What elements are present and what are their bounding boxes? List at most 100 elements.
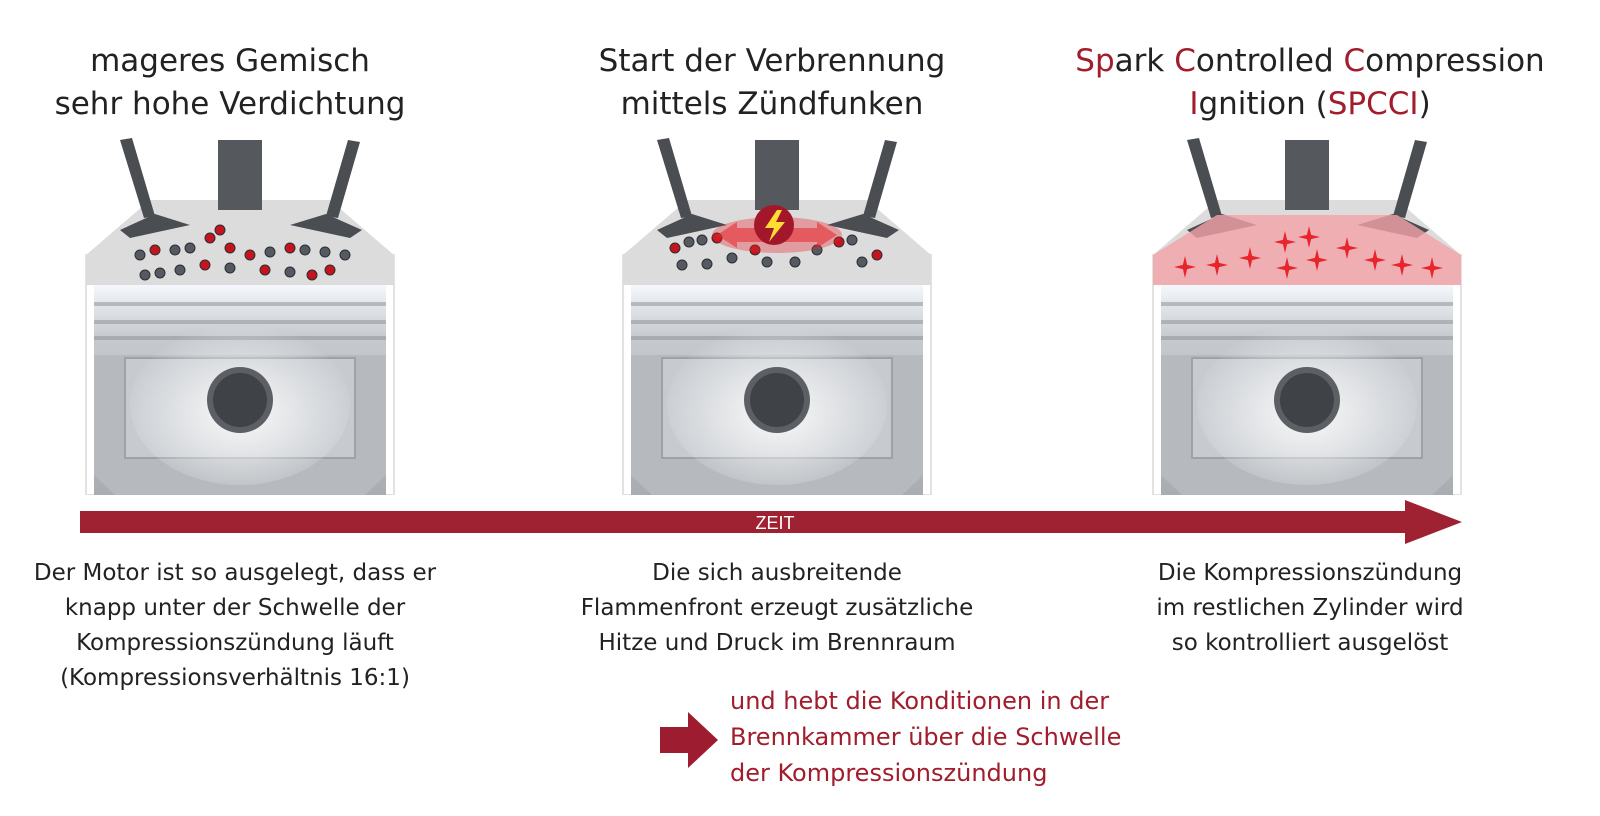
cylinder-head [86,200,394,285]
fuel-particle [833,236,845,248]
result-note: und hebt die Konditionen in der Brennkam… [730,683,1121,791]
fuel-particle [184,242,196,254]
piston-ring [1161,320,1453,324]
flame-star-icon [1274,231,1296,253]
intake-valve-head [120,214,190,238]
piston-ring [94,302,386,306]
fuel-particle [259,264,271,276]
engine-body [1152,138,1462,495]
stage3-title-part: C [1174,43,1196,79]
stage2-caption-line: Die sich ausbreitende [652,560,902,586]
exhaust-valve [1393,140,1427,218]
timeline-arrow: ZEIT [80,500,1462,544]
stage2-caption-line: Flammenfront erzeugt zusätzliche [580,595,974,621]
piston-ring [631,320,923,324]
piston-ring [631,302,923,306]
stage3-title-line1: Spark Controlled Compression [1060,40,1560,83]
spark-plug [1285,140,1329,210]
fuel-particle [199,259,211,271]
stage2-title: Start der Verbrennung mittels Zündfunken [522,40,1022,126]
fuel-particle [174,264,186,276]
stage3-title-part: ark [1114,43,1175,79]
stage3-title-line2: Ignition (SPCCI) [1060,83,1560,126]
stage2-caption: Die sich ausbreitende Flammenfront erzeu… [537,556,1017,661]
stage1-caption-line: Kompressionszündung läuft [76,630,394,656]
fuel-particle [284,266,296,278]
stage1-caption-line: Der Motor ist so ausgelegt, dass er [33,560,437,586]
stage3-title-part: ) [1418,86,1431,122]
flame-star-icon [1174,256,1196,278]
stage3-title-part: gnition ( [1198,86,1328,122]
fuel-particle [214,224,226,236]
timeline-bar [80,511,1410,533]
fuel-particle [669,242,681,254]
stage3-title-part: Sp [1075,43,1115,79]
combustion-zone [1153,215,1461,285]
fuel-particle [789,256,801,268]
stage2-title-line1: Start der Verbrennung [598,43,946,79]
engine-cylinder-stage3 [1152,138,1462,495]
stage3-caption: Die Kompressionszündung im restlichen Zy… [1070,556,1550,661]
intake-valve [120,138,155,218]
exhaust-valve-head [827,214,899,238]
flame-star-icon [1206,254,1228,276]
stage3-title-part: ontrolled [1195,43,1344,79]
stage2-title-line2: mittels Zündfunken [620,86,924,122]
stage3-title: Spark Controlled Compression Ignition (S… [1060,40,1560,126]
result-note-line: Brennkammer über die Schwelle [730,723,1122,751]
stage2-caption-line: Hitze und Druck im Brennraum [598,630,956,656]
fuel-particle [761,256,773,268]
fuel-particle [264,246,276,258]
stage3-caption-line: Die Kompressionszündung [1157,560,1463,586]
stage1-caption-line: knapp unter der Schwelle der [64,595,406,621]
spark-plug [755,140,799,210]
stage3-title-part: I [1189,86,1199,122]
result-note-line: und hebt die Konditionen in der [730,687,1110,715]
exhaust-valve [326,140,360,218]
exhaust-valve-head [290,214,362,238]
wrist-pin-center [1280,373,1334,427]
stage3-caption-line: im restlichen Zylinder wird [1156,595,1464,621]
piston-ring [1161,302,1453,306]
stage3-title-part: SPCCI [1327,86,1419,122]
timeline-label: ZEIT [756,513,795,533]
engine-cylinder-stage1 [85,138,395,495]
fuel-particle [149,244,161,256]
flame-star-icon [1298,226,1320,248]
right-arrow-icon [660,712,718,768]
fuel-particle [339,249,351,261]
stage3-title-part: C [1343,43,1366,79]
fuel-particle [696,234,708,246]
stage3-title-part: ompression [1365,43,1545,79]
fuel-particle [871,249,883,261]
fuel-particle [701,258,713,270]
flame-star-icon [1421,257,1443,279]
stage1-title: mageres Gemisch sehr hohe Verdichtung [0,40,480,126]
fuel-particle [169,244,181,256]
fuel-particle [846,234,858,246]
flame-star-icon [1364,249,1386,271]
stage1-caption: Der Motor ist so ausgelegt, dass er knap… [0,556,475,696]
fuel-particle [319,246,331,258]
stage1-title-line1: mageres Gemisch [90,43,370,79]
stage1-title-line2: sehr hohe Verdichtung [54,86,406,122]
fuel-particle [154,267,166,279]
fuel-particles [134,224,351,281]
wrist-pin-center [213,373,267,427]
combustion-glow [1153,215,1461,285]
spark-bolt-icon [765,210,785,242]
stage3-caption-line: so kontrolliert ausgelöst [1171,630,1449,656]
intake-valve [657,138,692,218]
fuel-particle [204,232,216,244]
fuel-particle [224,242,236,254]
flame-star-icon [1306,249,1328,271]
fuel-particle [134,249,146,261]
fuel-particle [139,269,151,281]
engine-body [622,138,932,495]
fuel-particle [299,244,311,256]
fuel-particle [749,244,761,256]
fuel-particle [284,242,296,254]
stage1-caption-line: (Kompressionsverhältnis 16:1) [60,665,410,691]
exhaust-valve [863,140,897,218]
